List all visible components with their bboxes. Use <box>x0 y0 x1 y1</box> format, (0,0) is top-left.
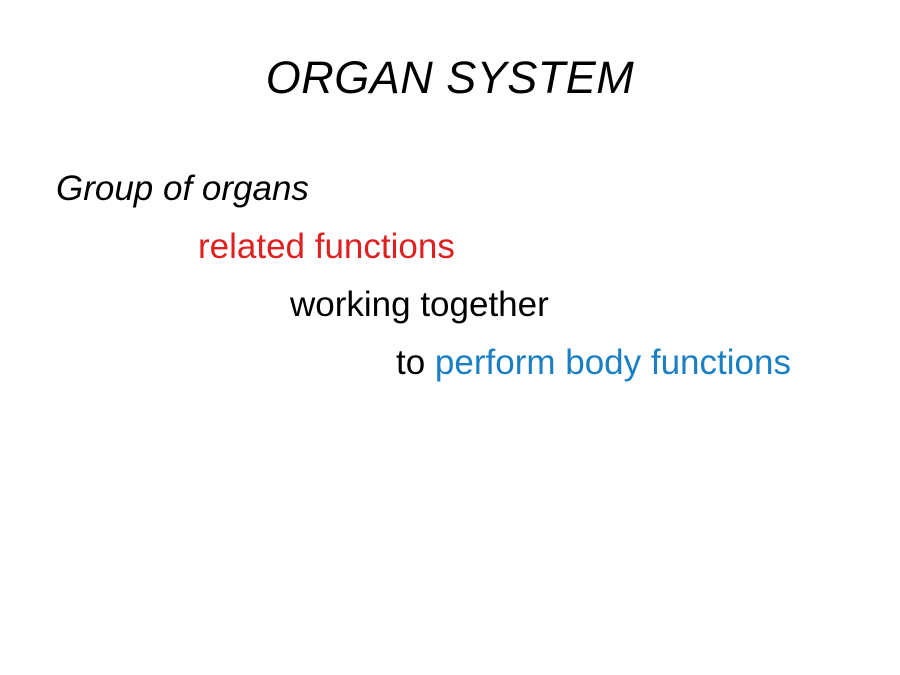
body-line-1-segment-1: Group of organs <box>56 169 309 208</box>
body-line-1: Group of organs <box>0 160 900 218</box>
body-line-4-segment-2: perform body functions <box>434 343 791 382</box>
body-line-3-segment-1: working together <box>290 285 549 324</box>
page-title: ORGAN SYSTEM <box>265 52 635 103</box>
body-line-3: working together <box>0 276 900 334</box>
body-line-4: to perform body functions <box>0 334 900 392</box>
body-text-block: Group of organs related functions workin… <box>0 160 900 392</box>
body-line-2: related functions <box>0 218 900 276</box>
body-line-4-segment-1: to <box>396 343 435 382</box>
body-line-2-segment-1: related functions <box>198 227 455 266</box>
